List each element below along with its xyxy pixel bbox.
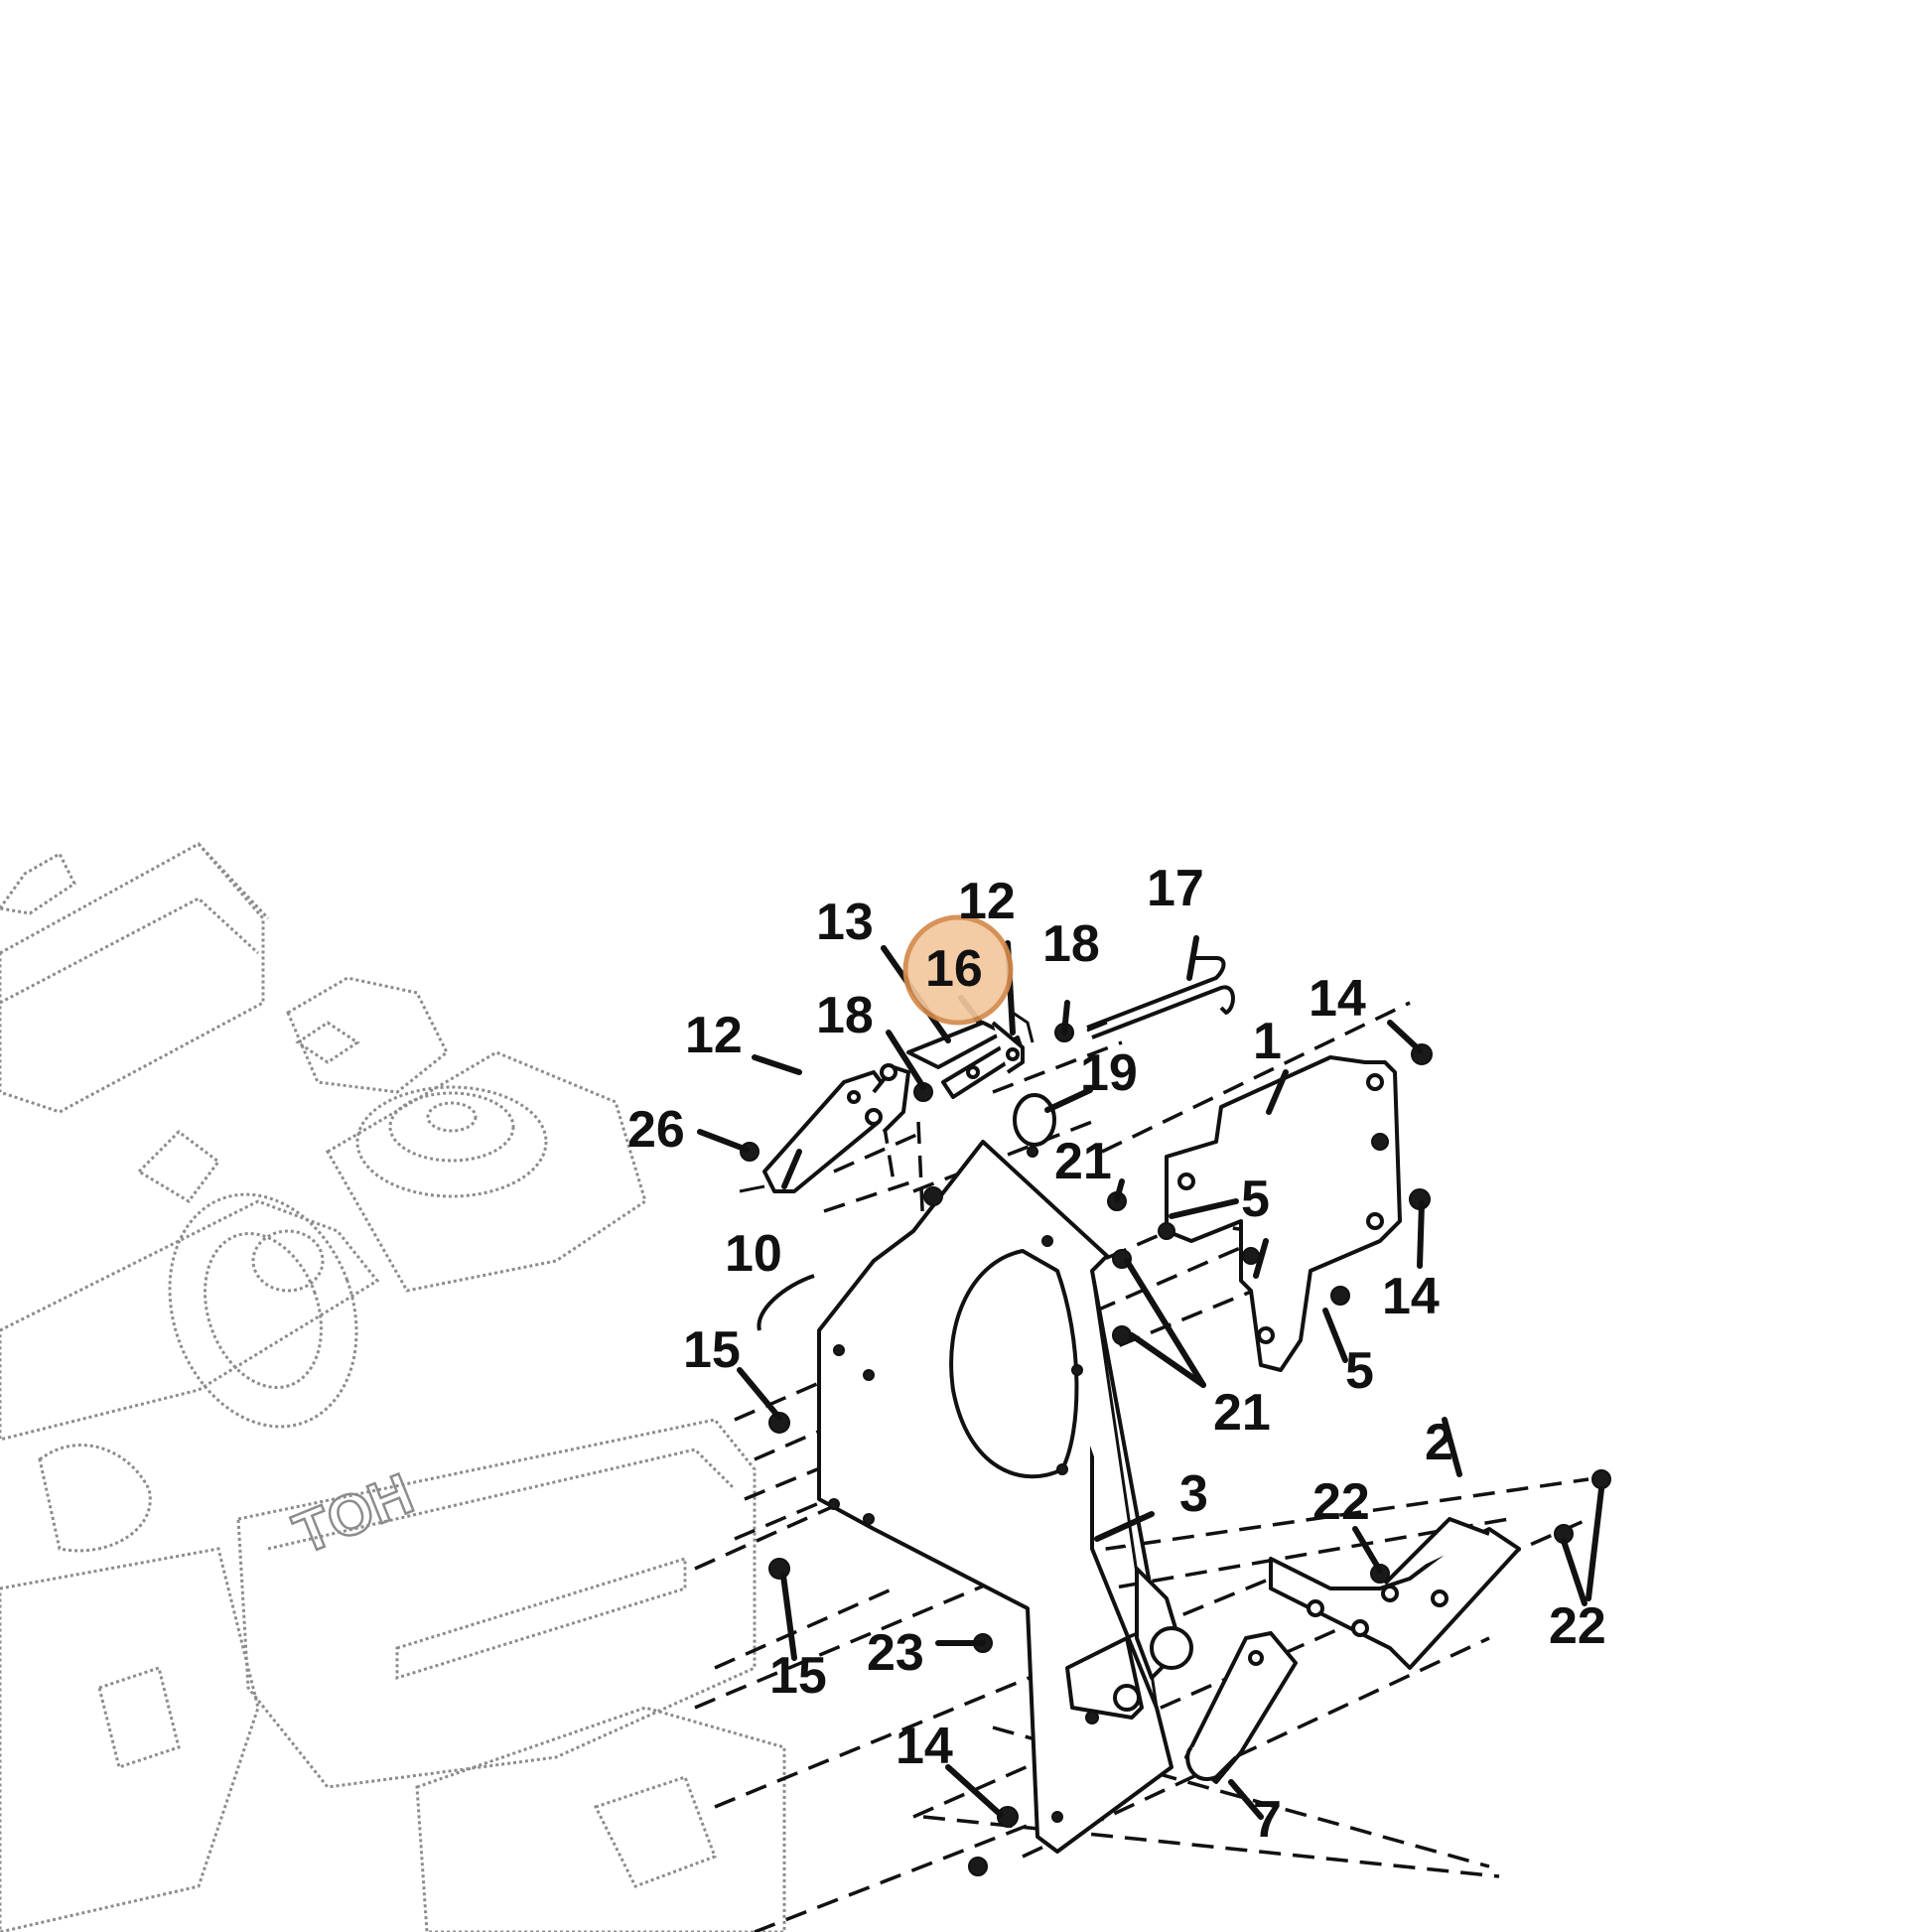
callout-18b: 18 (816, 987, 874, 1044)
callout-23: 23 (867, 1624, 924, 1682)
engine-illustration: HOT (0, 842, 786, 1932)
callout-22b: 22 (1549, 1597, 1606, 1655)
parts-13-16 (906, 1011, 1035, 1099)
callout-7: 7 (1253, 1791, 1282, 1849)
engine-hot-label: HOT (285, 1461, 422, 1567)
bracket-part-1 (1165, 1055, 1402, 1372)
rod-part-17 (1086, 956, 1235, 1039)
callout-1: 1 (1253, 1013, 1282, 1070)
callout-21b: 21 (1213, 1384, 1271, 1442)
callout-10: 10 (725, 1225, 782, 1283)
clamp-part-7 (1184, 1631, 1298, 1784)
callout-19: 19 (1080, 1044, 1138, 1102)
callout-2: 2 (1425, 1414, 1453, 1471)
fasteners (740, 1023, 1611, 1876)
callout-15a: 15 (683, 1321, 741, 1379)
callout-12a: 12 (685, 1007, 743, 1064)
callout-5b: 5 (1345, 1342, 1374, 1400)
mounting-plate (757, 1140, 1193, 1854)
callout-16: 16 (925, 940, 983, 998)
callout-13: 13 (816, 894, 874, 951)
callout-14b: 14 (1382, 1268, 1440, 1325)
callout-labels: 1 2 3 5 5 7 10 12 12 13 14 14 14 15 15 1… (627, 860, 1606, 1849)
callout-26: 26 (627, 1101, 685, 1159)
callout-12b: 12 (958, 873, 1016, 930)
callout-14a: 14 (1309, 970, 1366, 1028)
highlight-circle-16 (902, 914, 1014, 1026)
callout-17: 17 (1147, 860, 1204, 917)
callout-22a: 22 (1312, 1473, 1370, 1531)
callout-15b: 15 (769, 1647, 827, 1705)
callout-18a: 18 (1042, 915, 1100, 973)
callout-14c: 14 (896, 1718, 953, 1775)
lever-part-10 (739, 1063, 910, 1193)
bracket-part-2 (1269, 1517, 1521, 1670)
callout-5a: 5 (1241, 1171, 1270, 1228)
callout-21a: 21 (1054, 1133, 1112, 1190)
callout-3: 3 (1179, 1465, 1208, 1523)
leader-lines (697, 935, 1604, 1820)
knob-part-19 (1013, 1093, 1056, 1147)
